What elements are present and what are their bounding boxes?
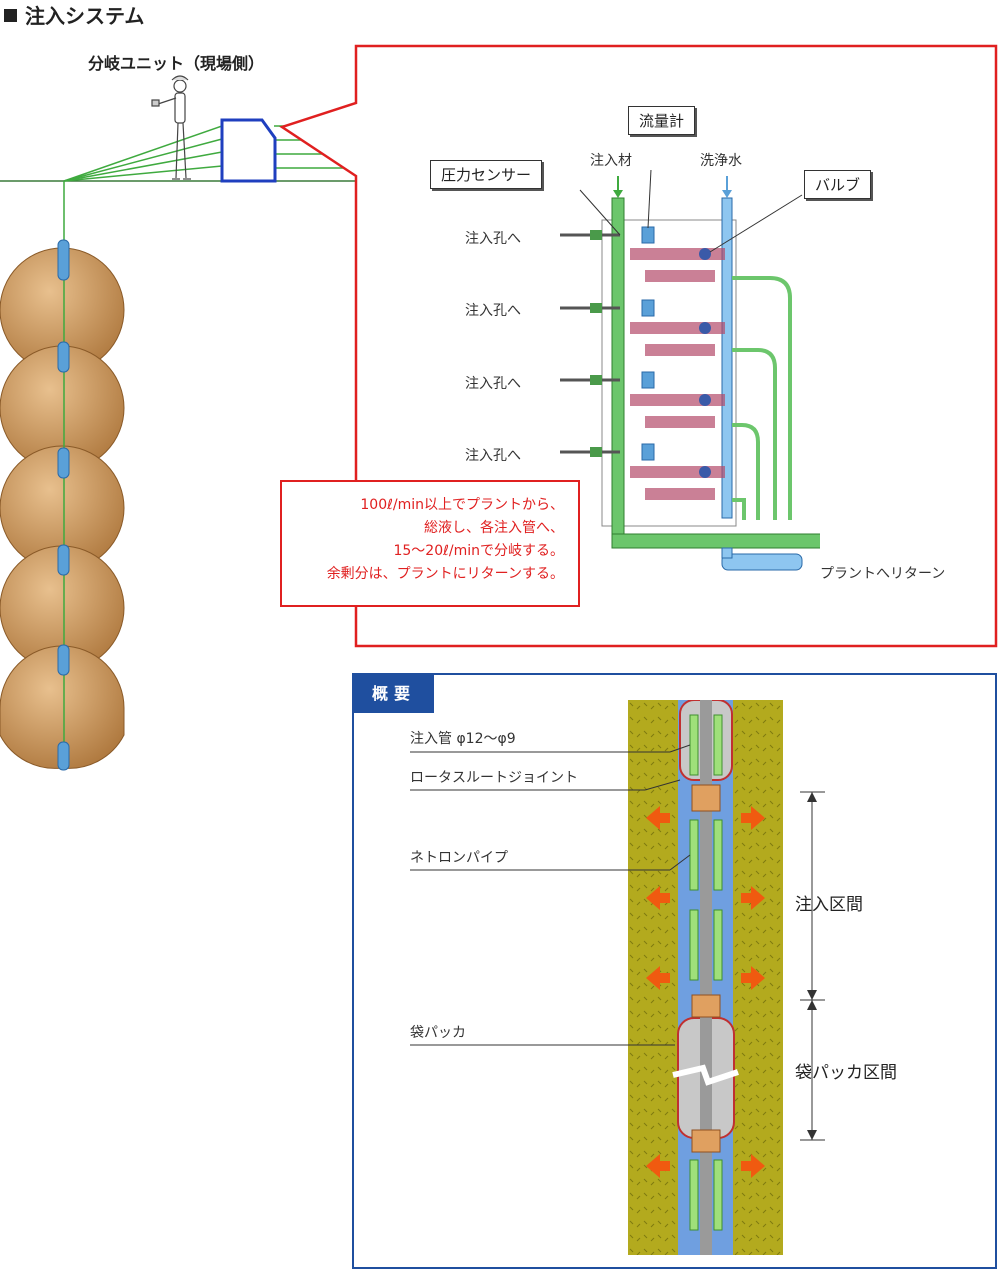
note-line: 総液し、各注入管へ、	[424, 520, 564, 536]
flowmeter-callout: 流量計	[628, 106, 696, 135]
branch-level	[560, 226, 725, 282]
valve-callout: バルブ	[804, 170, 872, 199]
left-site-diagram	[0, 75, 355, 771]
bag-packer-label: 袋パッカ	[410, 1025, 466, 1041]
to-hole-label: 注入孔へ	[465, 231, 521, 247]
borehole-section	[628, 700, 783, 1255]
grout-bulb	[0, 645, 125, 769]
rotary-joint-label: ロータスルートジョイント	[410, 770, 578, 786]
branch-level	[560, 371, 725, 428]
branch-levels	[560, 226, 725, 500]
branch-unit-box	[220, 118, 277, 183]
to-hole-label: 注入孔へ	[465, 303, 521, 319]
packers-small	[57, 239, 70, 771]
netron-pipe-label: ネトロンパイプ	[410, 850, 508, 866]
branch-unit-label: 分岐ユニット（現場側）	[88, 54, 265, 73]
page-title: 注入システム	[4, 0, 144, 29]
note-line: 100ℓ/min以上でプラントから、	[360, 497, 564, 513]
wash-water-input-label: 洗浄水	[700, 153, 742, 169]
note-line: 余剰分は、プラントにリターンする。	[326, 566, 564, 582]
overview-leaders	[410, 744, 825, 1141]
grout-input-label: 注入材	[590, 153, 632, 169]
worker-figure	[151, 75, 191, 180]
return-to-plant-label: プラントへリターン	[820, 566, 946, 582]
overview-tag: 概要	[354, 675, 434, 713]
injection-arrows	[646, 806, 765, 1178]
injection-section-label: 注入区間	[795, 895, 863, 915]
pipe-label: 注入管 φ12～φ9	[410, 731, 516, 747]
square-bullet-icon	[4, 9, 17, 22]
branch-level	[560, 443, 725, 500]
to-hole-label: 注入孔へ	[465, 448, 521, 464]
manifold-diagram	[560, 170, 820, 571]
to-hole-label: 注入孔へ	[465, 376, 521, 392]
flow-note: 100ℓ/min以上でプラントから、 総液し、各注入管へ、 15～20ℓ/min…	[280, 480, 580, 607]
grout-bulbs	[0, 247, 125, 769]
right-return-pipes	[732, 276, 792, 520]
pressure-sensor-callout: 圧力センサー	[430, 160, 543, 189]
grout-supply-pipe	[611, 197, 625, 539]
return-header	[611, 533, 820, 549]
return-pipe	[721, 553, 803, 571]
branch-level	[560, 299, 725, 356]
packer-section-label: 袋パッカ区間	[795, 1063, 897, 1083]
note-line: 15～20ℓ/minで分岐する。	[393, 543, 564, 559]
